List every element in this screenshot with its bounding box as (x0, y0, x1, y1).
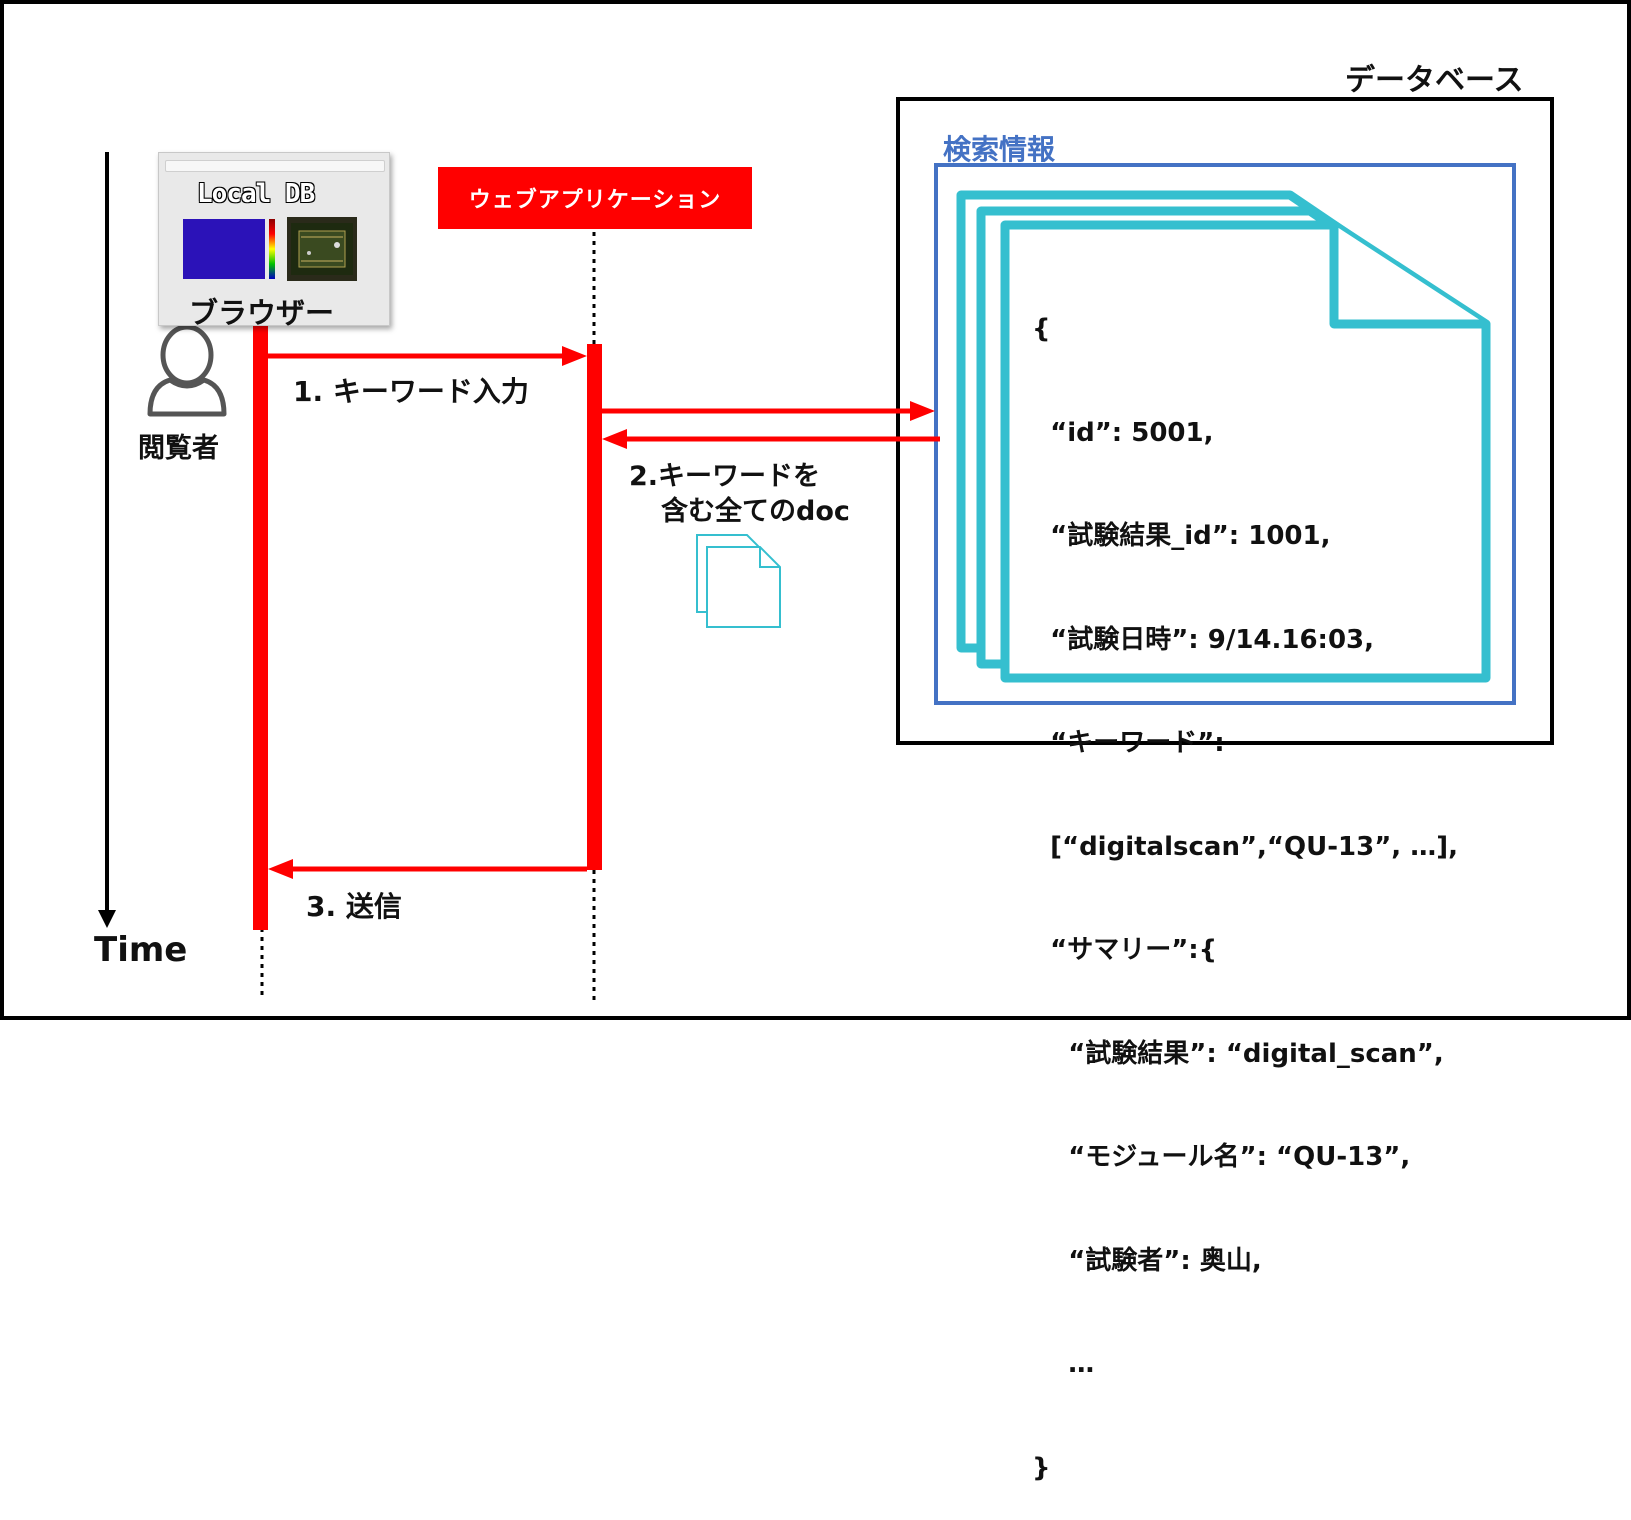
browser-label: ブラウザー (189, 296, 335, 330)
json-line: “試験者”: 奥山, (1032, 1245, 1262, 1276)
json-line: “キーワード”: (1032, 728, 1225, 758)
step2-label-line1: 2.キーワードを (629, 461, 821, 492)
browser-logo: Local DB (197, 179, 315, 209)
json-line: “試験日時”: 9/14.16:03, (1032, 624, 1375, 655)
search-info-label: 検索情報 (943, 133, 1056, 166)
json-line: “試験結果_id”: 1001, (1032, 521, 1331, 551)
arrow-send-head (268, 859, 293, 879)
time-label: Time (94, 930, 188, 970)
sequence-svg (98, 152, 1491, 1000)
browser-heatmap-image (183, 219, 265, 279)
browser-address-bar (165, 160, 385, 172)
document-json: { “id”: 5001, “試験結果_id”: 1001, “試験日時”: 9… (1032, 243, 1458, 1520)
browser-window: Local DB (158, 152, 390, 326)
web-application-box: ウェブアプリケーション (438, 167, 752, 229)
json-line: “id”: 5001, (1032, 417, 1214, 448)
viewer-label: 閲覧者 (138, 433, 219, 464)
json-line: { (1032, 314, 1051, 344)
database-label: データベース (1345, 63, 1524, 98)
arrow-return-docs-head (602, 429, 627, 449)
json-line: “試験結果”: “digital_scan”, (1032, 1038, 1444, 1069)
json-line: “サマリー”:{ (1032, 935, 1218, 965)
json-line: } (1032, 1452, 1051, 1483)
document-stack (956, 190, 1491, 683)
json-line: … (1032, 1349, 1095, 1379)
browser-module-photo (287, 217, 357, 281)
json-line: “モジュール名”: “QU-13”, (1032, 1142, 1411, 1172)
step3-label: 3. 送信 (306, 890, 402, 923)
document-page-fold (1329, 225, 1486, 329)
search-info-box (934, 163, 1516, 705)
step2-label-line2: 含む全てのdoc (661, 496, 850, 527)
documents-icon (696, 534, 781, 628)
browser-activation-bar (253, 326, 268, 930)
user-outline-icon (147, 324, 227, 417)
step1-label: 1. キーワード入力 (293, 375, 529, 408)
arrow-keyword-input-head (562, 346, 587, 366)
webapp-activation-bar (587, 344, 602, 870)
diagram-frame (0, 0, 1631, 1020)
database-box (896, 97, 1554, 745)
browser-colorbar (269, 219, 275, 279)
arrow-query-db-head (910, 401, 935, 421)
document-page-front (1000, 220, 1491, 683)
time-axis-arrowhead (98, 910, 116, 928)
json-line: [“digitalscan”,“QU-13”, …], (1032, 831, 1458, 862)
